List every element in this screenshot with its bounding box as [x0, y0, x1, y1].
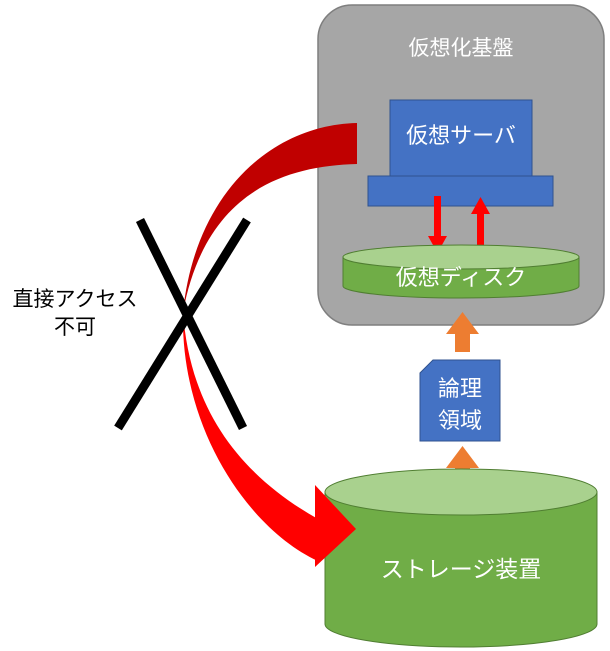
logical-area-label: 論理 領域 — [420, 374, 500, 438]
no-access-cross — [114, 217, 251, 431]
storage-device-label: ストレージ装置 — [380, 557, 542, 583]
virtual-server-screen — [389, 99, 533, 177]
io-arrow-up — [471, 197, 490, 254]
logical-area-box — [419, 359, 501, 442]
storage-device — [324, 468, 598, 648]
virtual-server-label: 仮想サーバ — [406, 124, 516, 149]
virtual-disk-label: 仮想ディスク — [395, 266, 527, 291]
virtual-server-base — [367, 175, 554, 207]
no-direct-access-line2: 不可 — [54, 315, 96, 339]
curved-arrow-lower — [182, 312, 356, 567]
logical-area-label-line1: 論理 — [437, 377, 482, 402]
logical-area-label-line2: 領域 — [437, 409, 482, 434]
curved-arrow-upper — [183, 123, 357, 312]
virtualization-platform-label: 仮想化基盤 — [408, 36, 514, 60]
flow-arrow-upper — [446, 312, 479, 352]
no-direct-access-label: 直接アクセス 不可 — [0, 285, 150, 341]
no-direct-access-line1: 直接アクセス — [12, 287, 138, 311]
io-arrow-down — [428, 196, 447, 253]
virtual-disk — [342, 244, 580, 299]
